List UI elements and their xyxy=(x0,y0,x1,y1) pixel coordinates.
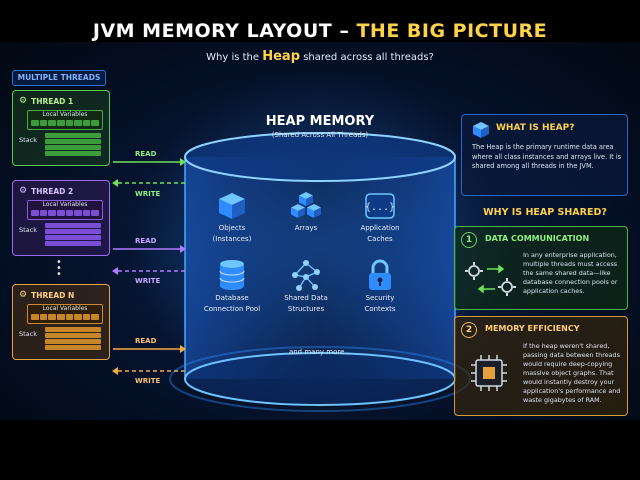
stack-label: Stack xyxy=(19,136,37,144)
why-heap-shared-title: WHY IS HEAP SHARED? xyxy=(483,207,607,218)
braces-icon: {...} xyxy=(365,193,395,219)
write-label: WRITE xyxy=(135,190,161,198)
reason-number: 2 xyxy=(461,322,477,338)
read-label: READ xyxy=(135,237,157,245)
more-items-text: and many more... xyxy=(288,348,352,356)
gear-icon: ⚙ xyxy=(19,186,28,196)
heap-title: HEAP MEMORY xyxy=(265,114,375,129)
chip-icon xyxy=(471,355,507,391)
page-subtitle: Why is the Heap shared across all thread… xyxy=(206,49,434,64)
stack-frames xyxy=(45,223,101,246)
thread-n-card: ⚙THREAD N Local Variables Stack xyxy=(12,284,110,360)
thread-name: THREAD 2 xyxy=(31,186,74,196)
write-label: WRITE xyxy=(135,277,161,285)
reason-text: If the heap weren't shared, passing data… xyxy=(523,342,621,404)
thread-1-card: ⚙THREAD 1 Local Variables Stack xyxy=(12,90,110,166)
reason-number: 1 xyxy=(461,232,477,248)
reason-text: In any enterprise application, multiple … xyxy=(523,251,618,295)
what-is-heap-box: WHAT IS HEAP? The Heap is the primary ru… xyxy=(461,114,628,196)
gear-icon: ⚙ xyxy=(19,96,28,106)
cubes-stack-icon xyxy=(291,192,321,218)
stack-frames xyxy=(45,327,101,350)
heap-item-shared-data: Shared Data Structures xyxy=(271,258,341,314)
gears-exchange-icon xyxy=(465,262,516,296)
read-label: READ xyxy=(135,337,157,345)
stack-label: Stack xyxy=(19,226,37,234)
read-label: READ xyxy=(135,150,157,158)
what-is-heap-title: WHAT IS HEAP? xyxy=(496,123,575,133)
graph-icon xyxy=(292,260,320,291)
more-threads-ellipsis: ••• xyxy=(56,257,62,280)
reason-title: MEMORY EFFICIENCY xyxy=(485,324,580,333)
reason-title: DATA COMMUNICATION xyxy=(485,234,590,243)
heap-subtitle: (Shared Across All Threads) xyxy=(271,131,369,139)
thread-1-arrows xyxy=(112,158,186,187)
memory-efficiency-box: 2 MEMORY EFFICIENCY If the heap weren't … xyxy=(454,316,628,416)
local-variables-box: Local Variables xyxy=(27,110,103,130)
page-title: JVM MEMORY LAYOUT – THE BIG PICTURE xyxy=(92,20,548,42)
lock-icon xyxy=(369,259,391,290)
local-variables-box: Local Variables xyxy=(27,200,103,220)
thread-name: THREAD N xyxy=(31,290,75,300)
stack-label: Stack xyxy=(19,330,37,338)
thread-2-arrows xyxy=(112,245,186,275)
heap-item-objects: Objects (Instances) xyxy=(197,190,267,244)
heap-item-caches: {...} Application Caches xyxy=(345,190,415,244)
cube-icon xyxy=(219,193,245,219)
database-icon xyxy=(219,260,245,290)
multiple-threads-label: MULTIPLE THREADS xyxy=(12,70,106,86)
gear-icon: ⚙ xyxy=(19,290,28,300)
write-label: WRITE xyxy=(135,377,161,385)
thread-2-card: ⚙THREAD 2 Local Variables Stack xyxy=(12,180,110,256)
svg-text:{...}: {...} xyxy=(365,202,395,213)
stack-frames xyxy=(45,133,101,156)
heap-item-security: Security Contexts xyxy=(345,258,415,314)
data-communication-box: 1 DATA COMMUNICATION In any enterprise a… xyxy=(454,226,628,310)
thread-name: THREAD 1 xyxy=(31,96,74,106)
thread-n-arrows xyxy=(112,345,186,375)
heap-item-database: Database Connection Pool xyxy=(197,258,267,314)
cube-icon xyxy=(473,122,489,138)
what-is-heap-text: The Heap is the primary runtime data are… xyxy=(472,143,622,170)
local-variables-box: Local Variables xyxy=(27,304,103,324)
heap-item-arrays: Arrays xyxy=(271,190,341,233)
